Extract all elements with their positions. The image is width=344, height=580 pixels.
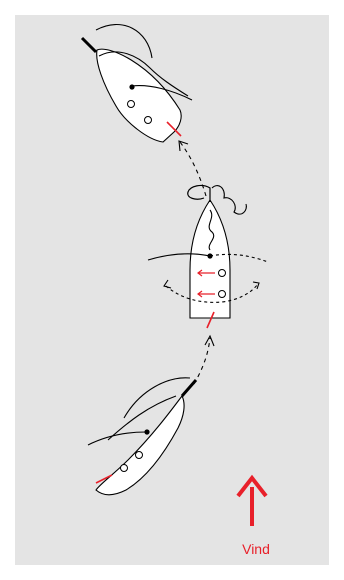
middle-boat-boom bbox=[147, 253, 211, 261]
course-path-lower bbox=[193, 337, 211, 385]
middle-boat-seat-1 bbox=[218, 269, 226, 277]
top-boat-seat-1 bbox=[127, 100, 135, 108]
middle-boat-luffing-sail bbox=[208, 209, 215, 251]
wind-label: Vind bbox=[242, 541, 270, 557]
crew-move-arrow-2-head bbox=[197, 290, 203, 298]
bottom-boat-jib-sheet bbox=[123, 377, 191, 419]
top-boat-jib-sheet bbox=[95, 24, 153, 59]
course-path-lower-arrowhead bbox=[204, 334, 215, 347]
top-boat-rudder bbox=[166, 121, 182, 137]
middle-boat-mast bbox=[207, 253, 213, 259]
middle-boat-telltale bbox=[211, 185, 247, 215]
middle-boat-rudder bbox=[206, 311, 215, 329]
bottom-boat-hull bbox=[95, 394, 185, 496]
top-boat-sail bbox=[98, 51, 189, 97]
crew-move-arrow-1-head bbox=[197, 269, 203, 277]
bottom-boat-seat-1 bbox=[135, 451, 143, 459]
bottom-boat-boom bbox=[87, 431, 147, 446]
top-boat-mast bbox=[129, 84, 135, 90]
bottom-boat-seat-2 bbox=[120, 464, 128, 472]
top-boat-hull bbox=[96, 48, 182, 143]
wind-arrow-icon bbox=[236, 474, 268, 526]
middle-boat-seat-2 bbox=[218, 290, 226, 298]
bottom-boat-mast bbox=[144, 429, 150, 435]
course-path-upper-arrowhead bbox=[178, 140, 189, 152]
turn-arc-arrowhead-left bbox=[163, 279, 172, 289]
middle-boat-pennant bbox=[187, 184, 211, 202]
bottom-boat-rudder bbox=[95, 474, 113, 484]
middle-boat-hull bbox=[189, 199, 231, 319]
bottom-boat bbox=[87, 377, 198, 496]
top-boat-seat-2 bbox=[144, 116, 152, 124]
turn-arc-arrowhead-right bbox=[252, 281, 260, 290]
bottom-boat-sail bbox=[107, 395, 177, 441]
middle-boat-boom-swing bbox=[209, 253, 269, 263]
top-boat-forestay-pennant bbox=[80, 36, 98, 54]
middle-boat bbox=[147, 184, 269, 329]
bottom-boat-forestay-pennant bbox=[180, 379, 198, 397]
top-boat bbox=[80, 24, 193, 143]
top-boat-boom bbox=[131, 85, 193, 101]
